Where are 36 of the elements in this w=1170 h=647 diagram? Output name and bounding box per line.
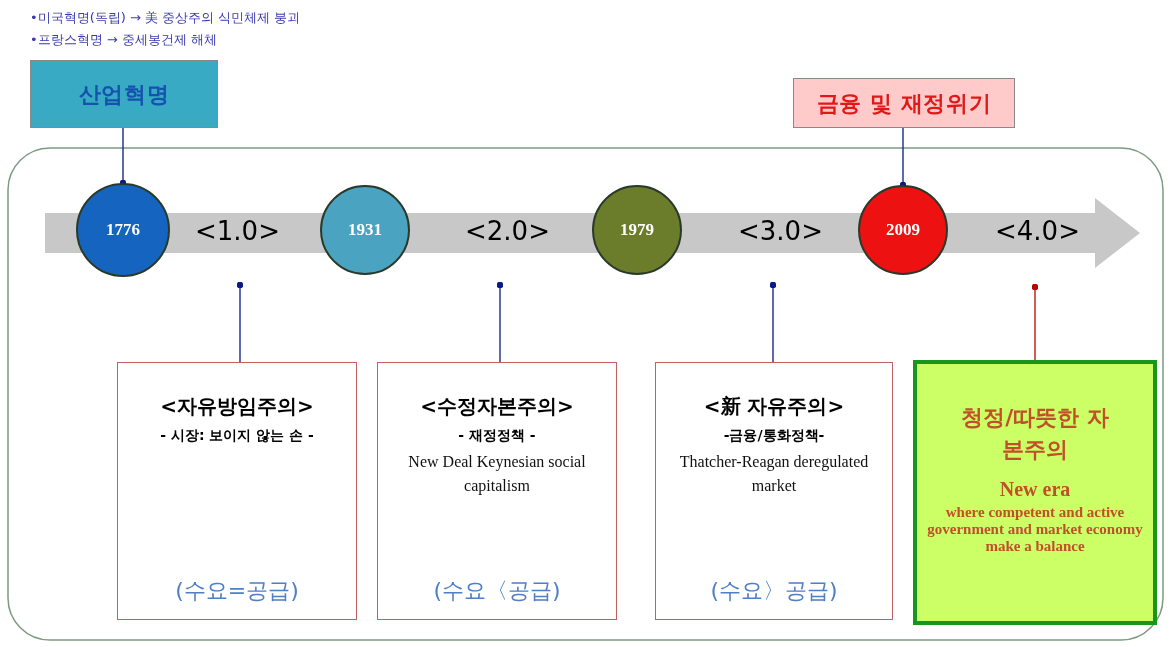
year-text: 2009 bbox=[886, 219, 920, 242]
connector-line bbox=[496, 281, 504, 363]
era-subtitle: - 재정정책 - bbox=[458, 426, 536, 445]
demand-supply-text: (수요=공급) bbox=[175, 577, 299, 605]
event-box bbox=[793, 78, 1015, 128]
year-text: 1979 bbox=[620, 219, 654, 242]
future-era-box bbox=[913, 360, 1157, 625]
era-subtitle: -금융/통화정책- bbox=[723, 426, 825, 445]
event-title: 금융 및 재정위기 bbox=[816, 89, 992, 118]
era-subtitle: New era bbox=[999, 477, 1071, 502]
era-description: New Deal Keynesian social capitalism bbox=[407, 452, 587, 497]
connector-line bbox=[1031, 283, 1039, 361]
event-title: 산업혁명 bbox=[78, 80, 170, 109]
demand-supply-text: (수요〈공급) bbox=[433, 577, 561, 605]
era-box bbox=[655, 362, 893, 620]
era-heading: 청정/따뜻한 자본주의 bbox=[960, 404, 1110, 464]
era-box bbox=[377, 362, 617, 620]
connector-line bbox=[236, 281, 244, 363]
note-text: •프랑스혁명 → 중세봉건제 해체 bbox=[30, 31, 217, 49]
year-text: 1776 bbox=[106, 219, 140, 242]
era-label: <1.0> bbox=[195, 215, 280, 248]
era-description: where competent and active government and market economy make a balance bbox=[926, 504, 1144, 555]
era-heading: <수정자본주의> bbox=[420, 393, 574, 420]
era-heading: <자유방임주의> bbox=[160, 393, 314, 420]
era-label: <4.0> bbox=[995, 215, 1080, 248]
era-subtitle: - 시장: 보이지 않는 손 - bbox=[160, 426, 314, 445]
event-box bbox=[30, 60, 218, 128]
connector-line bbox=[769, 281, 777, 363]
era-heading: <新 자유주의> bbox=[703, 393, 845, 420]
era-label: <2.0> bbox=[465, 215, 550, 248]
era-box bbox=[117, 362, 357, 620]
demand-supply-text: (수요〉공급) bbox=[710, 577, 838, 605]
era-label: <3.0> bbox=[738, 215, 823, 248]
era-description: Thatcher-Reagan deregulated market bbox=[678, 452, 870, 496]
year-text: 1931 bbox=[348, 219, 382, 242]
note-text: •미국혁명(독립) → 美 중상주의 식민체제 붕괴 bbox=[30, 9, 301, 27]
